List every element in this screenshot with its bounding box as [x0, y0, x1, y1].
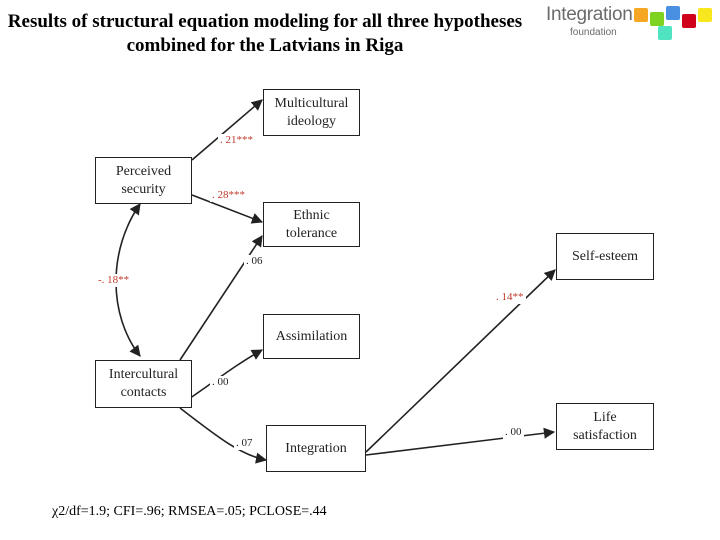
coef-integration-to-self-esteem: . 14** [494, 291, 526, 304]
coef-perceived-to-multicultural: . 21*** [218, 134, 255, 147]
arrow-intercultural-to-integration [179, 407, 268, 464]
logo-text: Integration [546, 4, 633, 25]
box-assimilation: Assimilation [263, 314, 360, 359]
box-life-satisfaction: Life satisfaction [556, 403, 654, 450]
logo-subtext: foundation [570, 27, 617, 38]
coef-intercultural-to-ethnic: . 06 [244, 255, 265, 268]
arrow-integration-to-life-satisfaction [365, 427, 556, 456]
box-integration: Integration [266, 425, 366, 472]
box-ethnic-tolerance: Ethnic tolerance [263, 202, 360, 247]
box-intercultural-contacts: Intercultural contacts [95, 360, 192, 408]
box-self-esteem: Self-esteem [556, 233, 654, 280]
integration-foundation-logo: Integration foundation [542, 2, 720, 46]
coef-intercultural-to-integration: . 07 [234, 437, 255, 450]
box-perceived-security: Perceived security [95, 157, 192, 204]
slide-title: Results of structural equation modeling … [7, 11, 523, 56]
arrow-perceived-to-ethnic [191, 194, 264, 224]
fit-statistics: χ2/df=1.9; CFI=.96; RMSEA=.05; PCLOSE=.4… [52, 504, 327, 519]
coef-intercultural-to-assimilation: . 00 [210, 376, 231, 389]
box-multicultural-ideology: Multicultural ideology [263, 89, 360, 136]
coef-covariance: -. 18** [96, 274, 132, 287]
arrow-integration-to-self-esteem [365, 269, 556, 453]
puzzle-pieces-icon [634, 6, 712, 40]
coef-perceived-to-ethnic: . 28*** [210, 189, 247, 202]
coef-integration-to-life-satisfaction: . 00 [503, 426, 524, 439]
arrow-perceived-to-multicultural [191, 99, 263, 161]
